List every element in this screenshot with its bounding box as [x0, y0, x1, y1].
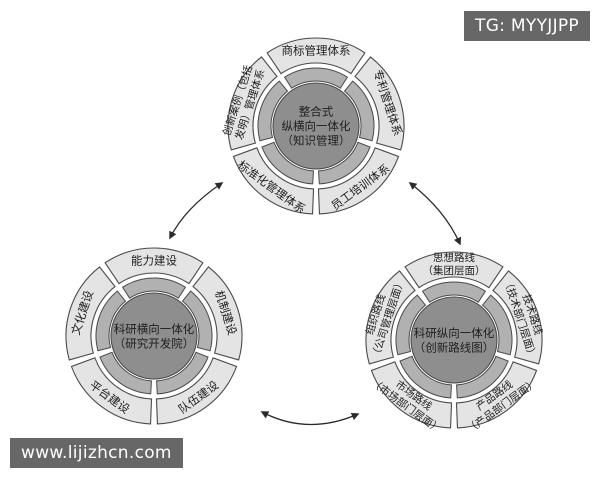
left-outer-segment	[192, 266, 243, 361]
left-center-label: （研究开发院）	[114, 336, 195, 350]
right-inner-segment	[395, 294, 427, 356]
right-outer-segment	[404, 251, 504, 289]
left-outer-segment	[104, 247, 204, 285]
top-inner-segment	[257, 80, 289, 142]
top-outer-segment	[232, 147, 315, 215]
top-center-label: 纵横向一体化	[282, 119, 351, 133]
top-segment-text: 商标管理体系	[282, 44, 351, 58]
top-outer-segment	[317, 147, 400, 215]
watermark-telegram: TG: MYYJJPP	[464, 11, 590, 41]
right-inner-segment	[481, 294, 513, 356]
top-outer-segment	[227, 56, 278, 151]
top-center-disc	[272, 82, 360, 170]
right-segment-text: 思想路线	[433, 251, 475, 264]
top-center-label: 整合式	[299, 105, 334, 119]
circles-layer: 整合式纵横向一体化（知识管理）商标管理体系专利管理体系员工培训体系标准化管理体系…	[65, 37, 545, 436]
left-segment-text: 能力建设	[131, 254, 177, 268]
right-outer-segment	[365, 270, 416, 365]
left-outer-segment	[155, 357, 238, 425]
top-outer-segment	[354, 56, 405, 151]
top-inner-segment	[283, 67, 349, 89]
right-center-label: 科研纵向一体化	[414, 326, 495, 340]
top-inner-segment	[318, 141, 371, 185]
left-center-disc	[110, 292, 198, 380]
top-inner-segment	[261, 141, 314, 185]
arrows-layer	[169, 182, 462, 426]
left-center-label: 科研横向一体化	[114, 322, 195, 336]
arrow-top-right	[408, 182, 462, 246]
left-inner-segment	[121, 277, 187, 299]
right-segment-label: 思想路线（集团层面）	[423, 251, 486, 277]
top-outer-segment	[266, 37, 366, 75]
right-outer-segment	[370, 361, 453, 429]
top-center-label: （知识管理）	[282, 134, 351, 148]
right-outer-segment	[455, 361, 538, 429]
right-segment-text: （集团层面）	[423, 264, 486, 277]
right-inner-segment	[399, 355, 452, 399]
left-inner-segment	[156, 351, 209, 395]
left-segment-label: 能力建设	[131, 254, 177, 268]
watermark-website: www.lijizhcn.com	[10, 438, 183, 468]
left-inner-segment	[99, 351, 152, 395]
circle-right: 科研纵向一体化（创新路线图）思想路线（集团层面）技术路线（技术部门层面）产品路线…	[363, 251, 545, 436]
left-outer-segment	[70, 357, 153, 425]
arrow-top-left	[169, 182, 224, 240]
right-inner-segment	[456, 355, 509, 399]
left-inner-segment	[95, 290, 127, 352]
right-center-disc	[410, 296, 498, 384]
left-inner-segment	[181, 290, 213, 352]
top-segment-label: 商标管理体系	[282, 44, 351, 58]
left-outer-segment	[65, 266, 116, 361]
top-inner-segment	[343, 80, 375, 142]
right-outer-segment	[492, 270, 543, 365]
right-center-label: （创新路线图）	[414, 340, 495, 354]
arrow-bottom	[260, 411, 360, 426]
right-inner-segment	[421, 281, 487, 303]
circle-top: 整合式纵横向一体化（知识管理）商标管理体系专利管理体系员工培训体系标准化管理体系…	[220, 37, 405, 216]
